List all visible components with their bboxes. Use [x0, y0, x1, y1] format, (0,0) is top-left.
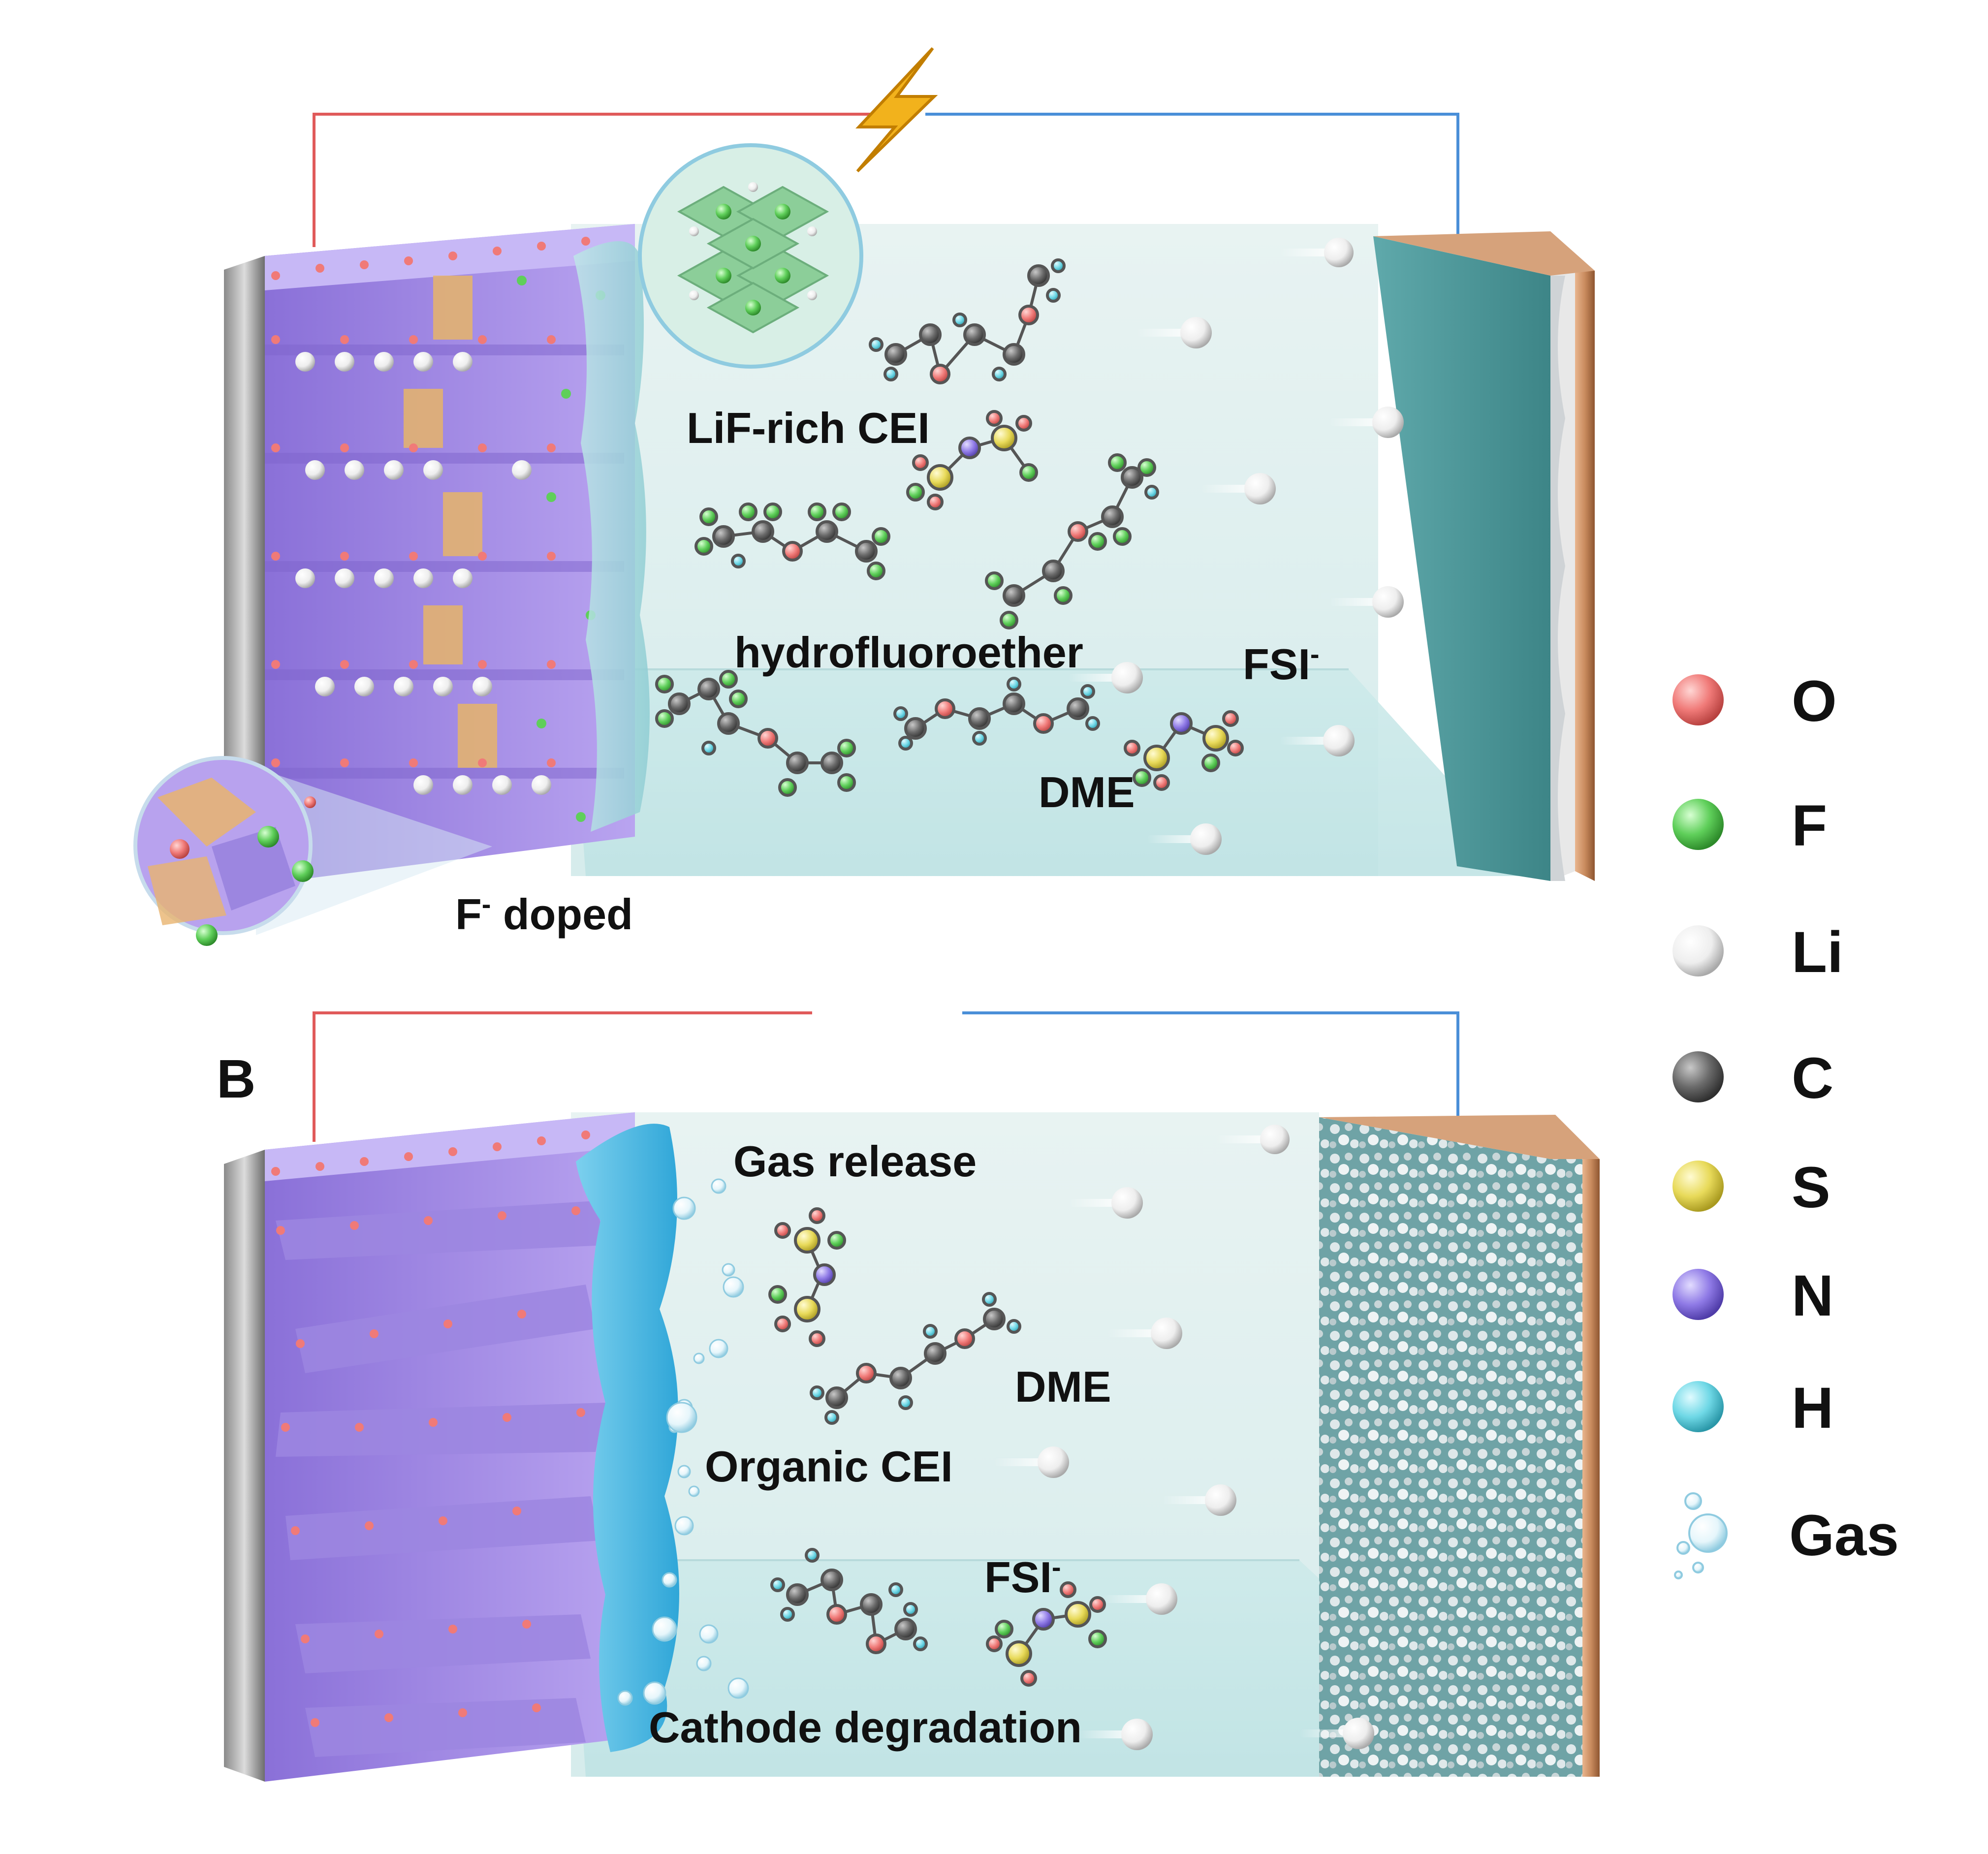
cathode-stack-a: [265, 224, 635, 884]
atom-legend: O F Li C S N H Gas: [1672, 669, 1899, 1579]
electrolyte-floor-a: [571, 669, 1536, 876]
negative-wire-a: [925, 113, 1459, 244]
n-atom-sphere-icon: [1672, 1269, 1724, 1320]
label-organic-cei: Organic CEI: [705, 1442, 953, 1491]
legend-label-gas: Gas: [1789, 1503, 1899, 1568]
positive-wire-b: [313, 1011, 812, 1142]
dme-molecule-a1: [869, 258, 1066, 384]
lightning-icon: [855, 47, 938, 173]
label-fsi-b: FSI-: [984, 1551, 1061, 1602]
organic-cei-layer: [576, 1124, 679, 1752]
legend-label-c: C: [1792, 1046, 1833, 1111]
panel-letter-b: B: [217, 1049, 255, 1109]
o-atom-sphere-icon: [1672, 674, 1724, 725]
electrolyte-floor-b: [571, 1560, 1531, 1777]
label-dme-b: DME: [1015, 1362, 1111, 1411]
fsi-molecule-a2: [1124, 710, 1244, 791]
legend-label-n: N: [1792, 1263, 1833, 1328]
label-hydrofluoroether: hydrofluoroether: [734, 628, 1083, 677]
al-collector-b: [224, 1150, 265, 1782]
gas-bubbles-b: [617, 1178, 749, 1706]
s-atom-sphere-icon: [1672, 1161, 1724, 1212]
dendritic-li-anode-b: [1319, 1115, 1600, 1777]
h-atom-sphere-icon: [1672, 1381, 1724, 1432]
label-f-doped: F- doped: [455, 888, 633, 939]
cathode-stack-b: [265, 1112, 635, 1782]
hydrofluoroether-molecule-a1: [694, 503, 890, 580]
legend-label-li: Li: [1792, 920, 1843, 985]
li-atom-sphere-icon: [1672, 925, 1724, 976]
f-atom-sphere-icon: [1672, 799, 1724, 850]
label-dme-a: DME: [1039, 768, 1135, 817]
dme-molecule-a2: [893, 677, 1100, 751]
legend-label-o: O: [1792, 669, 1837, 734]
c-atom-sphere-icon: [1672, 1051, 1724, 1102]
legend-label-s: S: [1792, 1155, 1830, 1220]
lif-inset: [638, 143, 863, 369]
fsi-molecule-a1: [906, 410, 1038, 510]
al-collector-a: [224, 256, 265, 884]
dme-molecule-b1: [810, 1292, 1021, 1425]
li-ions-a: [1068, 238, 1404, 855]
panel-a: LiF-rich CEI hydrofluoroether FSI- DME F…: [133, 47, 1595, 946]
panel-b: B: [217, 1011, 1600, 1782]
negative-wire-b: [962, 1011, 1459, 1142]
hydrofluoroether-molecule-a3: [655, 670, 856, 797]
positive-wire-a: [313, 113, 876, 247]
li-ions-b: [994, 1125, 1374, 1750]
label-fsi-a: FSI-: [1243, 638, 1320, 689]
li-metal-anode-a: [1373, 231, 1595, 881]
label-lif-rich-cei: LiF-rich CEI: [687, 404, 930, 452]
dme-molecule-b2: [770, 1548, 928, 1654]
lif-cei-layer: [573, 241, 650, 832]
label-cathode-degradation: Cathode degradation: [649, 1703, 1082, 1752]
legend-label-h: H: [1792, 1376, 1833, 1441]
fsi-molecule-b2: [986, 1581, 1107, 1687]
legend-label-f: F: [1792, 793, 1827, 858]
fsi-molecule-b1: [768, 1207, 846, 1347]
label-gas-release: Gas release: [733, 1137, 977, 1186]
gas-bubbles-icon: [1674, 1492, 1728, 1579]
f-doped-inset: [133, 756, 492, 946]
hydrofluoroether-molecule-a2: [985, 453, 1159, 629]
